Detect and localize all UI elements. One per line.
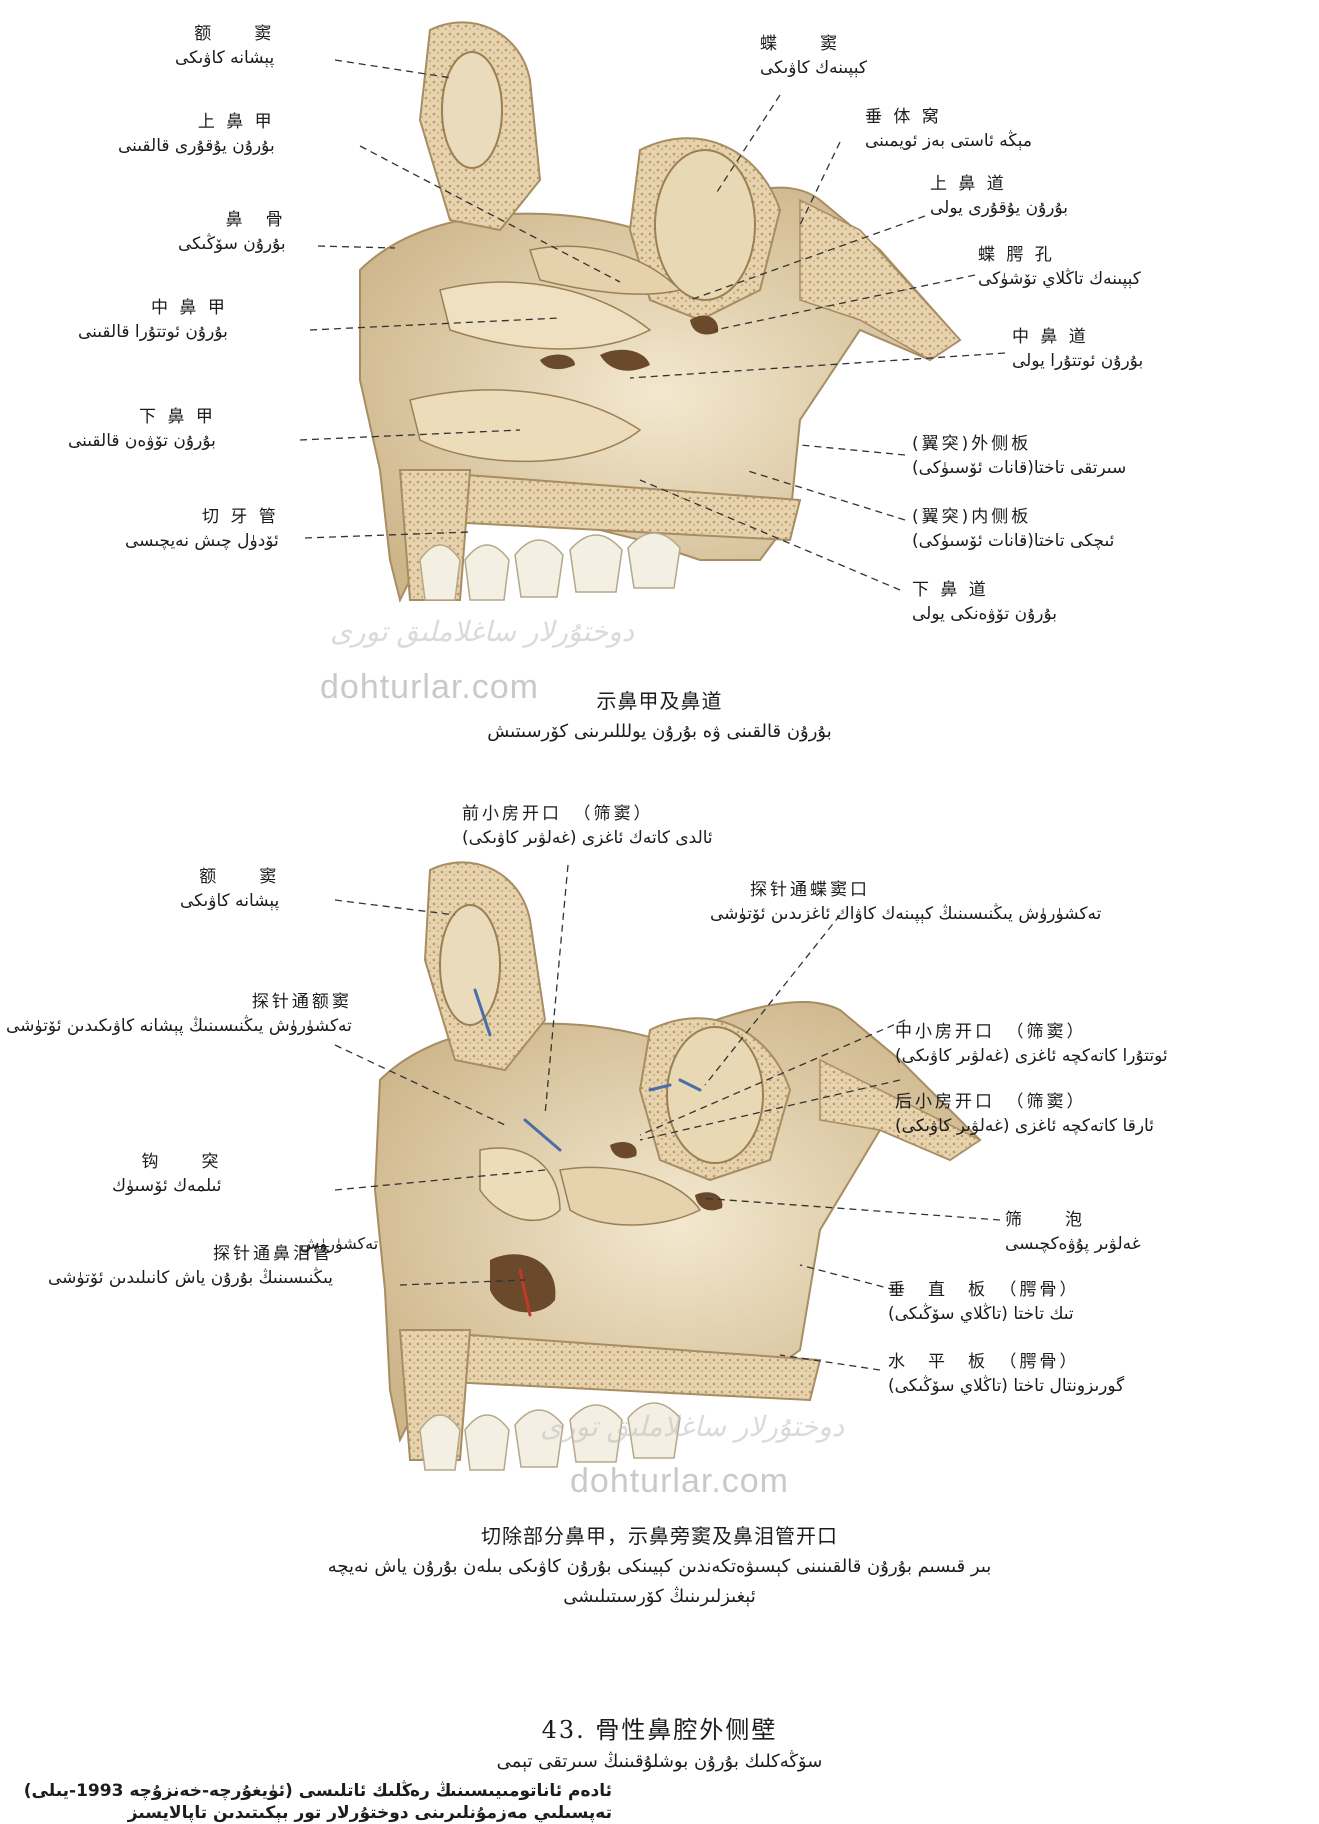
label-anterior-cells-opening: 前小房开口 （筛窦） ئالدى كاتەك ئاغزى (غەلۋىر كاۋ… <box>462 804 713 848</box>
sphenoid-sinus <box>654 149 756 301</box>
label-perpendicular-plate: 垂 直 板 （腭骨） تىك تاختا (تاڭلاي سۆڭىكى) <box>888 1280 1080 1324</box>
label-middle-meatus: 中 鼻 道 بۇرۇن ئوتتۇرا يولى <box>1012 327 1144 371</box>
footer-credit: ئادەم ئاناتومىيىسىنىڭ رەڭلىك ئاتلىسى (ئۈ… <box>12 1780 612 1824</box>
sphenoid-sinus <box>666 1026 764 1164</box>
label-ethmoid-bulla: 筛 泡 غەلۋىر پۇۋەكچىسى <box>1005 1210 1141 1254</box>
label-probe-sphenoid-opening: 探针通蝶窦口 تەكشۈرۈش يىڭنىسىنىڭ كېپىنەك كاۋاك… <box>710 880 1102 924</box>
ethmoid-bulla <box>559 1166 702 1226</box>
top-watermark: dohturlar.com <box>320 668 539 706</box>
top-plate: 额 窦 پېشانە كاۋىكى 上 鼻 甲 بۇرۇن يۇقۇرى قال… <box>0 0 1319 790</box>
label-medial-pterygoid-plate: (翼突)内侧板 (قانات ئۆسىۈكى)ئىچكى تاختا <box>912 507 1115 551</box>
bottom-skull-illustration <box>334 861 1001 1471</box>
bottom-watermark-script: دوختۇرلار ساغلاملىق تورى <box>540 1410 845 1443</box>
top-caption: 示鼻甲及鼻道 بۇرۇن قالقىنى ۋە بۇرۇن يولللىرىنى… <box>487 689 832 742</box>
bottom-watermark: dohturlar.com <box>570 1462 789 1500</box>
label-probe-nasolacrimal: 探针通鼻泪管 يىڭنىسىنىڭ بۇرۇن ياش كانىلىدىن ئۆ… <box>48 1244 334 1288</box>
label-sphenoid-sinus: 蝶 窦 كېپىنەك كاۋىكى <box>760 34 867 78</box>
label-middle-cells-opening: 中小房开口 （筛窦） ئوتتۇرا كاتەكچە ئاغزى (غەلۋىر… <box>895 1022 1168 1066</box>
pterygoid-plate <box>799 198 962 361</box>
bottom-caption: 切除部分鼻甲，示鼻旁窦及鼻泪管开口 بىر قىسىم بۇرۇن قالقىن… <box>327 1524 992 1607</box>
footer-line-2: تەپسىلىي مەزمۇنلىرىنى دوختۇرلار تور بېكى… <box>127 1803 612 1823</box>
pterygoid-plate <box>819 1058 982 1161</box>
label-probe-prefix: تەكشۈرۈش <box>300 1234 379 1253</box>
label-middle-turbinate: 中 鼻 甲 بۇرۇن ئوتتۇرا قالقىنى <box>78 298 228 342</box>
label-horizontal-plate: 水 平 板 （腭骨） گورىزونتال تاختا (تاڭلاي سۆڭى… <box>888 1352 1125 1396</box>
label-nasal-bone: 鼻 骨 بۇرۇن سۆڭىكى <box>178 210 286 254</box>
label-inferior-meatus: 下 鼻 道 بۇرۇن تۆۋەنكى يولى <box>912 580 1058 624</box>
label-probe-frontal-sinus: 探针通额窦 تەكشۈرۈش يىڭنىسىنىڭ پېشانە كاۋىكىد… <box>6 992 352 1036</box>
probes <box>473 988 702 1317</box>
bottom-plate: 前小房开口 （筛窦） ئالدى كاتەك ئاغزى (غەلۋىر كاۋ… <box>0 790 1319 1670</box>
frontal-sinus <box>441 51 503 169</box>
middle-turbinate <box>439 281 652 350</box>
figure-title: 43. 骨性鼻腔外侧壁 سۆڭەكلىك بۇرۇن بوشلۇقىنىڭ سى… <box>496 1716 823 1772</box>
label-hypophyseal-fossa: 垂 体 窝 مېڭە ئاستى بەز ئويمىنى <box>865 107 1032 151</box>
label-sphenopalatine-foramen: 蝶 腭 孔 كېپىنەك تاڭلاي تۆشۈكى <box>978 245 1141 289</box>
label-superior-meatus: 上 鼻 道 بۇرۇن يۇقۇرى يولى <box>930 174 1069 218</box>
label-lateral-pterygoid-plate: (翼突)外侧板 (قانات ئۆسىۈكى)سىرتقى تاختا <box>912 434 1127 478</box>
label-posterior-cells-opening: 后小房开口 （筛窦） ئارقا كاتەكچە ئاغزى (غەلۋىر ك… <box>895 1092 1154 1136</box>
bottom-leader-lines <box>334 864 1001 1371</box>
uncinate-process <box>479 1147 561 1222</box>
label-inferior-turbinate: 下 鼻 甲 بۇرۇن تۆۋەن قالقىنى <box>68 407 216 451</box>
top-watermark-script: دوختۇرلار ساغلاملىق تورى <box>330 615 635 648</box>
frontal-sinus <box>439 904 501 1026</box>
top-skull-illustration <box>299 21 1006 603</box>
teeth <box>419 1402 681 1471</box>
label-frontal-sinus-2: 额 窦 پېشانە كاۋىكى <box>180 867 280 911</box>
top-leader-lines <box>299 59 1006 591</box>
label-incisive-canal: 切 牙 管 ئۆدۈل چىش نەيچىسى <box>125 507 279 551</box>
superior-turbinate <box>529 245 682 295</box>
label-uncinate-process: 钩 突 ئىلمەك ئۆسىۈك <box>112 1152 222 1196</box>
teeth <box>419 532 681 601</box>
label-superior-turbinate: 上 鼻 甲 بۇرۇن يۇقۇرى قالقىنى <box>118 112 275 156</box>
inferior-turbinate <box>409 389 642 463</box>
label-frontal-sinus: 额 窦 پېشانە كاۋىكى <box>175 24 275 68</box>
footer-line-1: ئادەم ئاناتومىيىسىنىڭ رەڭلىك ئاتلىسى (ئۈ… <box>23 1781 612 1801</box>
